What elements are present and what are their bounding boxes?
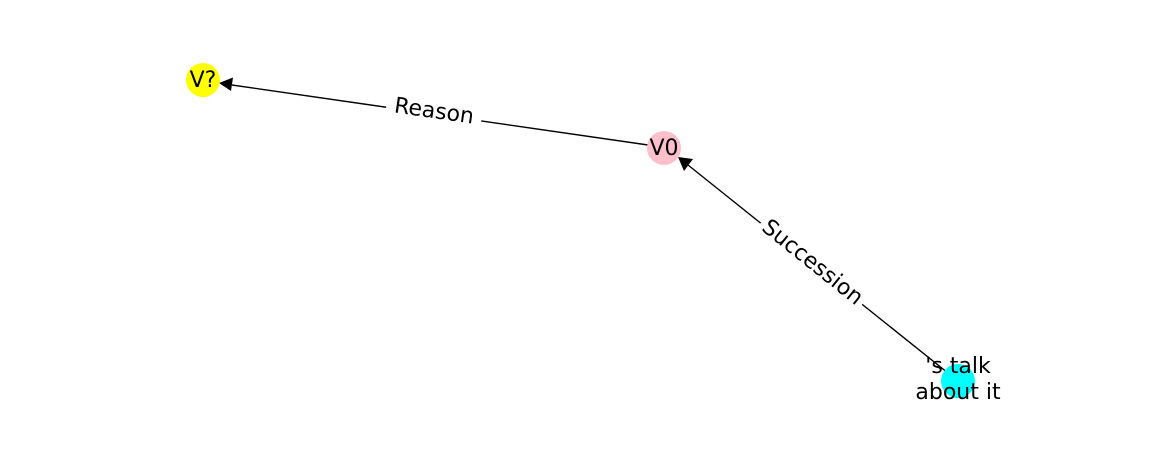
node-v-question-circle bbox=[186, 63, 220, 97]
node-talk-label-line-1: 's talk bbox=[925, 354, 991, 379]
node-talk: 's talk about it bbox=[915, 354, 1001, 405]
edge-succession-arrowhead bbox=[678, 157, 693, 171]
edge-reason: Reason bbox=[219, 77, 649, 146]
node-v-question: V? bbox=[186, 63, 220, 97]
node-v0-label: V0 bbox=[649, 136, 678, 161]
edge-succession: Succession bbox=[678, 157, 959, 382]
edge-succession-label-bg bbox=[750, 209, 874, 317]
edge-succession-label: Succession bbox=[757, 215, 868, 311]
node-v0-circle bbox=[647, 131, 681, 165]
edge-reason-label-bg bbox=[384, 88, 484, 136]
edge-reason-arrowhead bbox=[219, 77, 233, 91]
node-talk-circle bbox=[941, 364, 975, 398]
node-v-question-label: V? bbox=[190, 68, 217, 93]
node-v0: V0 bbox=[647, 131, 681, 165]
node-talk-label-line-2: about it bbox=[915, 380, 1001, 405]
